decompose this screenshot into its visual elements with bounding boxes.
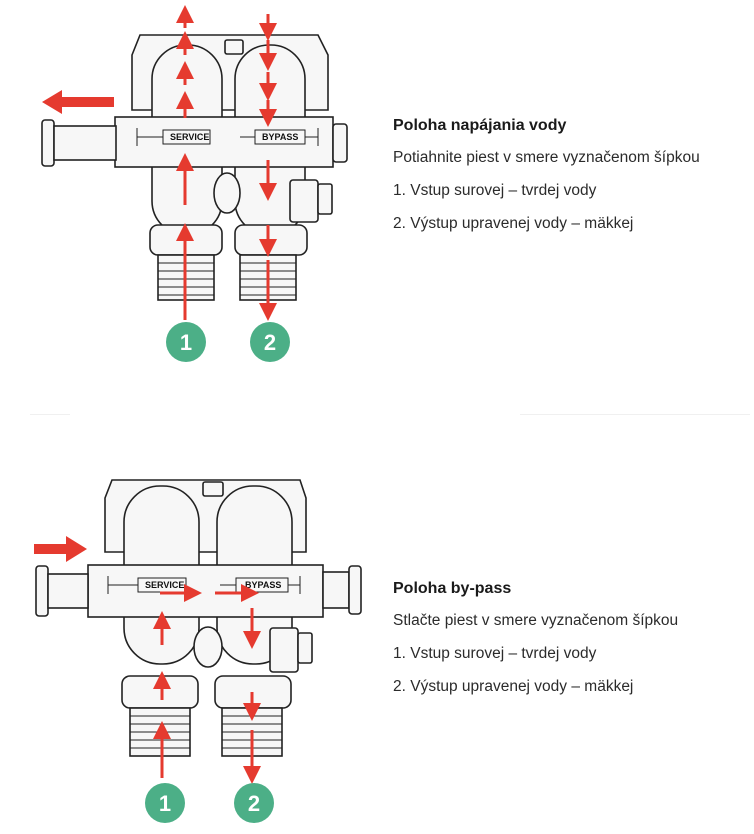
section-heading: Poloha by-pass [393, 580, 512, 597]
side-valve-knob [317, 183, 333, 215]
piston-rod-right [322, 571, 350, 609]
piston-cap-left [41, 119, 55, 167]
bypass-label: BYPASS [245, 580, 281, 590]
bypass-text-block: Poloha by-pass Stlačte piest v smere vyz… [393, 580, 678, 711]
faint-divider-right [520, 414, 750, 415]
flow-arrows [153, 584, 261, 784]
service-position-panel: SERVICE BYPASS 1 2 Poloha napájania vody… [0, 0, 754, 400]
bypass-slot [220, 576, 301, 594]
valve-top-latch [224, 39, 244, 55]
service-slot [136, 128, 211, 146]
valve-top-latch [202, 481, 224, 497]
list-item-outlet: 2. Výstup upravenej vody – mäkkej [393, 215, 634, 232]
badge-2 [234, 783, 274, 823]
flow-arrows [176, 5, 277, 321]
piston-cap-left [35, 565, 49, 617]
list-item-inlet: 1. Vstup surovej – tvrdej vody [393, 182, 597, 199]
list-item-inlet: 1. Vstup surovej – tvrdej vody [393, 645, 597, 662]
side-valve [269, 627, 299, 673]
instruction-text: Potiahnite piest v smere vyznačenom šípk… [393, 149, 700, 166]
side-valve [289, 179, 319, 223]
faint-divider-left [30, 414, 70, 415]
bypass-label: BYPASS [262, 132, 298, 142]
piston-rod-left [53, 125, 117, 161]
section-heading: Poloha napájania vody [393, 117, 567, 134]
valve-diagram-bypass: SERVICE BYPASS 1 2 [34, 479, 362, 823]
collar-left [121, 675, 199, 709]
piston-rod-left [47, 573, 89, 609]
bypass-position-panel: SERVICE BYPASS 1 2 Poloha by-pass Stlačt… [0, 430, 754, 834]
valve-diagram-service: SERVICE BYPASS 1 2 [41, 5, 348, 362]
badge-2 [250, 322, 290, 362]
piston-arrow-right [34, 536, 87, 562]
center-connector [193, 626, 223, 668]
side-valve-knob [297, 632, 313, 664]
service-label: SERVICE [170, 132, 209, 142]
badge-1-label: 1 [159, 791, 171, 816]
valve-crossbar [114, 116, 334, 168]
piston-cap-right [332, 123, 348, 163]
badge-2-label: 2 [264, 330, 276, 355]
badge-1-label: 1 [180, 330, 192, 355]
collar-right [234, 224, 308, 256]
valve-crossbar [87, 564, 324, 618]
instruction-text: Stlačte piest v smere vyznačenom šípkou [393, 612, 679, 629]
service-label: SERVICE [145, 580, 184, 590]
piston-cap-right [348, 565, 362, 615]
list-item-outlet: 2. Výstup upravenej vody – mäkkej [393, 678, 634, 695]
badge-2-label: 2 [248, 791, 260, 816]
service-text-block: Poloha napájania vody Potiahnite piest v… [393, 117, 700, 248]
badge-1 [166, 322, 206, 362]
badge-1 [145, 783, 185, 823]
bypass-slot [240, 128, 319, 146]
center-connector [213, 172, 241, 214]
piston-arrow-left [42, 90, 114, 114]
